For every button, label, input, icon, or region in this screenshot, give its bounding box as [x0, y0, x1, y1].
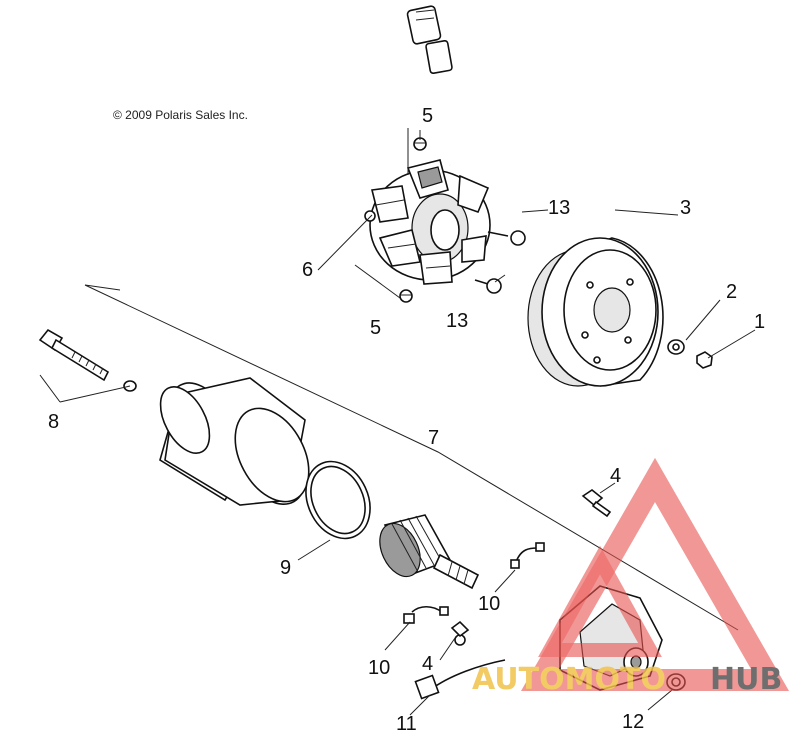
- callout-13-bottom: 13: [446, 310, 468, 332]
- callout-1: 1: [754, 311, 765, 333]
- long-bolt-8: [38, 328, 137, 392]
- nut-1: [696, 351, 713, 369]
- o-ring-9: [305, 460, 371, 540]
- callout-5-top: 5: [422, 105, 433, 127]
- watermark-text-hub: HUB: [710, 662, 782, 697]
- bolt-5-bottom: [399, 289, 413, 303]
- watermark-triangle-inner: [538, 545, 662, 657]
- brush-lead-10-upper: [510, 542, 545, 569]
- callout-7: 7: [428, 427, 439, 449]
- callout-3: 3: [680, 197, 691, 219]
- leader-lines: [39, 128, 756, 716]
- watermark-text-automoto: AUTOMOTO: [472, 662, 666, 697]
- bolt-5-top: [413, 137, 427, 151]
- callout-8: 8: [48, 411, 59, 433]
- watermark-triangle-outer: [520, 457, 790, 691]
- bolt-4-lower: [450, 620, 470, 638]
- washer-2: [667, 339, 685, 355]
- callout-6: 6: [302, 259, 313, 281]
- bolt-4-upper: [581, 489, 612, 518]
- callout-9: 9: [280, 557, 291, 579]
- callout-4-upper: 4: [610, 465, 621, 487]
- callout-4-lower: 4: [422, 653, 433, 675]
- brush-lead-10-lower: [403, 605, 449, 624]
- callout-5-bottom: 5: [370, 317, 381, 339]
- callout-10-upper: 10: [478, 593, 500, 615]
- wire-harness-11: [414, 634, 506, 700]
- stator-assembly: [364, 5, 491, 285]
- flywheel: [527, 237, 664, 387]
- callout-labels: 1 2 3 4 4 5 5 6 7 8 9 10 10 11 12 13 13: [48, 105, 765, 735]
- armature: [379, 514, 480, 590]
- copyright-text: © 2009 Polaris Sales Inc.: [113, 108, 248, 122]
- bolt-13-right: [487, 230, 526, 246]
- callout-11: 11: [396, 713, 417, 735]
- callout-10-lower: 10: [368, 657, 390, 679]
- automotohub-watermark: AUTOMOTO HUB: [472, 457, 790, 697]
- callout-12: 12: [622, 711, 644, 733]
- starter-housing: [159, 377, 310, 506]
- callout-2: 2: [726, 281, 737, 303]
- callout-13-right: 13: [548, 197, 570, 219]
- bolt-13-bottom: [474, 278, 502, 294]
